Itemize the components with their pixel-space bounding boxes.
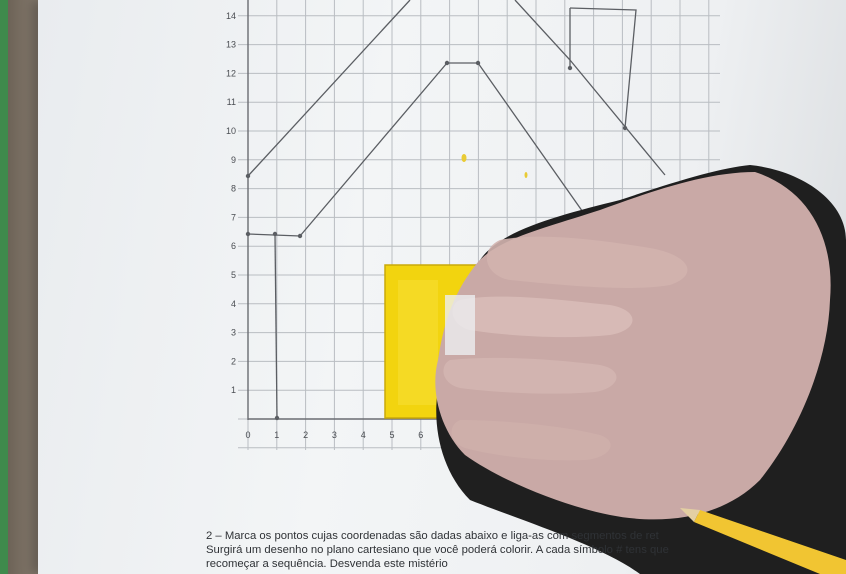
x-tick-label: 0 <box>245 430 250 440</box>
y-tick-label: 11 <box>227 97 236 107</box>
y-tick-label: 13 <box>226 40 236 50</box>
x-tick-label: 4 <box>361 430 366 440</box>
plotted-points <box>245 60 628 421</box>
pencil-specks <box>461 154 528 178</box>
y-tick-label: 9 <box>231 155 236 165</box>
y-tick-label: 12 <box>226 68 236 78</box>
inner-roof <box>247 62 586 237</box>
y-tick-label: 4 <box>231 299 236 309</box>
door-highlight <box>398 280 438 405</box>
x-tick-label: 6 <box>418 430 423 440</box>
y-tick-label: 14 <box>226 11 236 21</box>
y-tick-label: 3 <box>231 328 236 338</box>
x-tick-label: 1 <box>274 430 279 440</box>
left-wall <box>274 233 278 419</box>
outer-roof-right <box>514 0 666 176</box>
x-tick-label: 2 <box>303 430 308 440</box>
x-tick-labels: 01234567 <box>245 430 452 440</box>
y-tick-label: 5 <box>231 270 236 280</box>
y-tick-label: 10 <box>226 126 236 136</box>
chimney-right <box>569 7 637 129</box>
outer-roof-left <box>247 0 411 177</box>
y-tick-label: 1 <box>231 385 236 395</box>
x-tick-label: 3 <box>332 430 337 440</box>
exercise-line-3: recomeçar a sequência. Desvenda este mis… <box>206 558 448 570</box>
y-tick-label: 2 <box>231 356 236 366</box>
y-tick-label: 6 <box>231 241 236 251</box>
yellow-pencil <box>680 508 846 574</box>
exercise-line-2: Surgirá um desenho no plano cartesiano q… <box>206 544 669 556</box>
y-tick-label: 8 <box>231 184 236 194</box>
hand <box>435 165 846 574</box>
exercise-line-1: 2 – Marca os pontos cujas coordenadas sã… <box>206 530 659 542</box>
window-border <box>0 0 8 574</box>
x-tick-label: 5 <box>389 430 394 440</box>
exercise-instructions: 2 – Marca os pontos cujas coordenadas sã… <box>206 529 846 571</box>
y-tick-label: 7 <box>231 212 236 222</box>
